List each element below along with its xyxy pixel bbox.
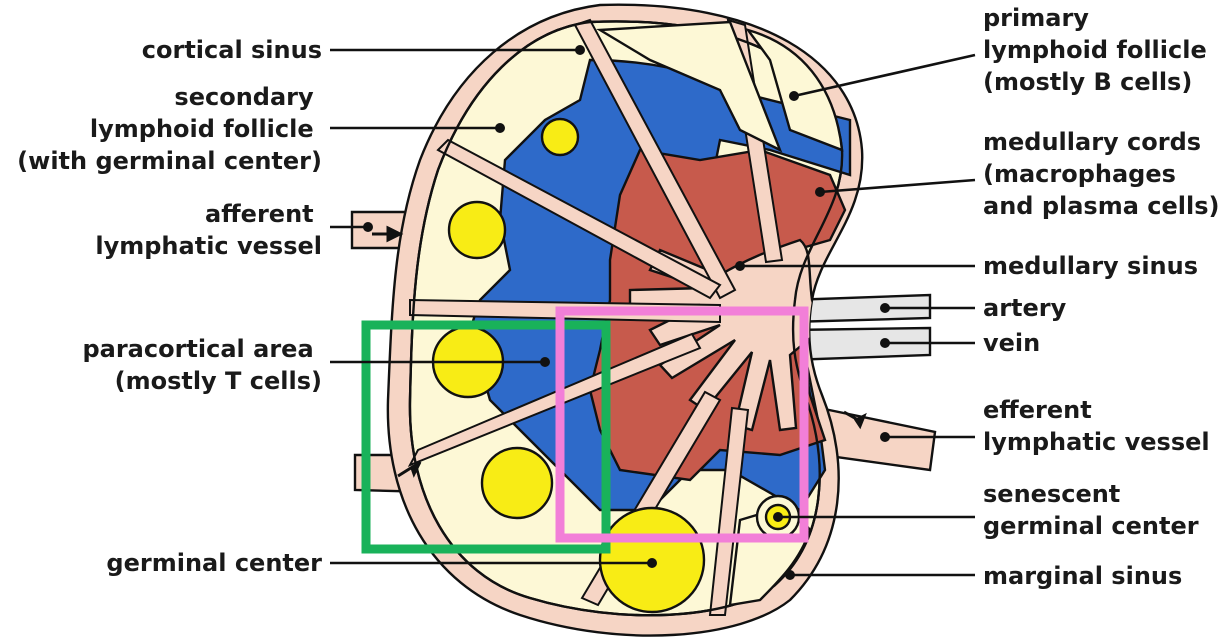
label-secondary-follicle-2: lymphoid follicle — [90, 115, 314, 143]
left-labels: cortical sinus secondary lymphoid follic… — [17, 36, 322, 577]
svg-text:senescent germinal cente: senescent germinal center — [983, 480, 1199, 540]
label-vein: vein — [983, 329, 1040, 357]
label-efferent-1: efferent — [983, 396, 1092, 424]
label-paracortical-1: paracortical area — [82, 335, 313, 363]
label-senescent-1: senescent — [983, 480, 1120, 508]
svg-text:artery: artery — [983, 294, 1067, 322]
label-primary-follicle-2: lymphoid follicle — [983, 36, 1207, 64]
svg-text:germinal center: germinal center — [106, 549, 322, 577]
label-efferent-2: lymphatic vessel — [983, 428, 1210, 456]
label-primary-follicle-1: primary — [983, 4, 1089, 32]
label-senescent-2: germinal center — [983, 512, 1199, 540]
label-medullary-cords-1: medullary cords — [983, 128, 1201, 156]
svg-text:marginal sinus: marginal sinus — [983, 562, 1182, 590]
svg-text:cortical sinus: cortical sinus — [142, 36, 322, 64]
label-medullary-cords-2: (macrophages — [983, 160, 1176, 188]
label-medullary-cords-3: and plasma cells) — [983, 192, 1219, 220]
germinal-center-left-lower — [482, 448, 552, 518]
label-germinal-center: germinal center — [106, 549, 322, 577]
germinal-center-top — [542, 119, 578, 155]
label-primary-follicle-3: (mostly B cells) — [983, 68, 1192, 96]
label-paracortical-2: (mostly T cells) — [115, 367, 322, 395]
svg-text:paracortical area (mostl: paracortical area (mostly T cells) — [82, 335, 322, 395]
label-afferent-1: afferent — [205, 200, 314, 228]
svg-text:secondary lymphoid folli: secondary lymphoid follicle (with germin… — [17, 83, 322, 175]
germinal-center-left-upper — [449, 202, 505, 258]
svg-text:primary lymphoid follicl: primary lymphoid follicle (mostly B cell… — [983, 4, 1215, 96]
label-artery: artery — [983, 294, 1067, 322]
label-cortical-sinus: cortical sinus — [142, 36, 322, 64]
svg-text:medullary sinus: medullary sinus — [983, 252, 1198, 280]
svg-text:vein: vein — [983, 329, 1040, 357]
label-afferent-2: lymphatic vessel — [95, 232, 322, 260]
svg-text:efferent lymphatic vesse: efferent lymphatic vessel — [983, 396, 1210, 456]
label-secondary-follicle-1: secondary — [174, 83, 314, 111]
label-medullary-sinus: medullary sinus — [983, 252, 1198, 280]
svg-text:afferent lymphatic vesse: afferent lymphatic vessel — [95, 200, 322, 260]
svg-text:medullary cords (macroph: medullary cords (macrophages and plasma … — [983, 128, 1219, 220]
label-marginal-sinus: marginal sinus — [983, 562, 1182, 590]
label-secondary-follicle-3: (with germinal center) — [17, 147, 322, 175]
right-labels: primary lymphoid follicle (mostly B cell… — [983, 4, 1219, 590]
